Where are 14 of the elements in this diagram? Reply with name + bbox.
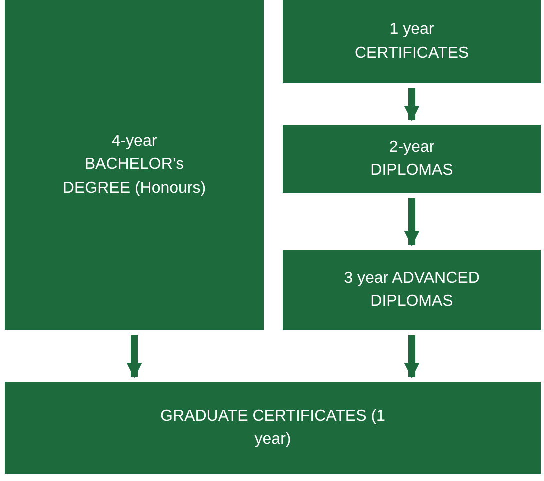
box-label: 1 year CERTIFICATES bbox=[354, 20, 470, 64]
box-label: 3 year ADVANCED DIPLOMAS bbox=[343, 268, 481, 312]
arrow bbox=[404, 335, 420, 379]
arrow bbox=[404, 198, 420, 247]
process-box bbox=[283, 250, 541, 330]
process-box bbox=[283, 0, 541, 83]
box-label: 2-year DIPLOMAS bbox=[370, 138, 454, 181]
process-box bbox=[283, 125, 541, 193]
box-label: 4-year BACHELOR’s DEGREE (Honours) bbox=[62, 132, 206, 199]
process-box bbox=[5, 382, 541, 474]
arrow bbox=[126, 335, 142, 379]
arrow bbox=[404, 88, 420, 122]
box-label: GRADUATE CERTIFICATES (1 year) bbox=[160, 406, 386, 450]
process-box bbox=[5, 0, 264, 330]
